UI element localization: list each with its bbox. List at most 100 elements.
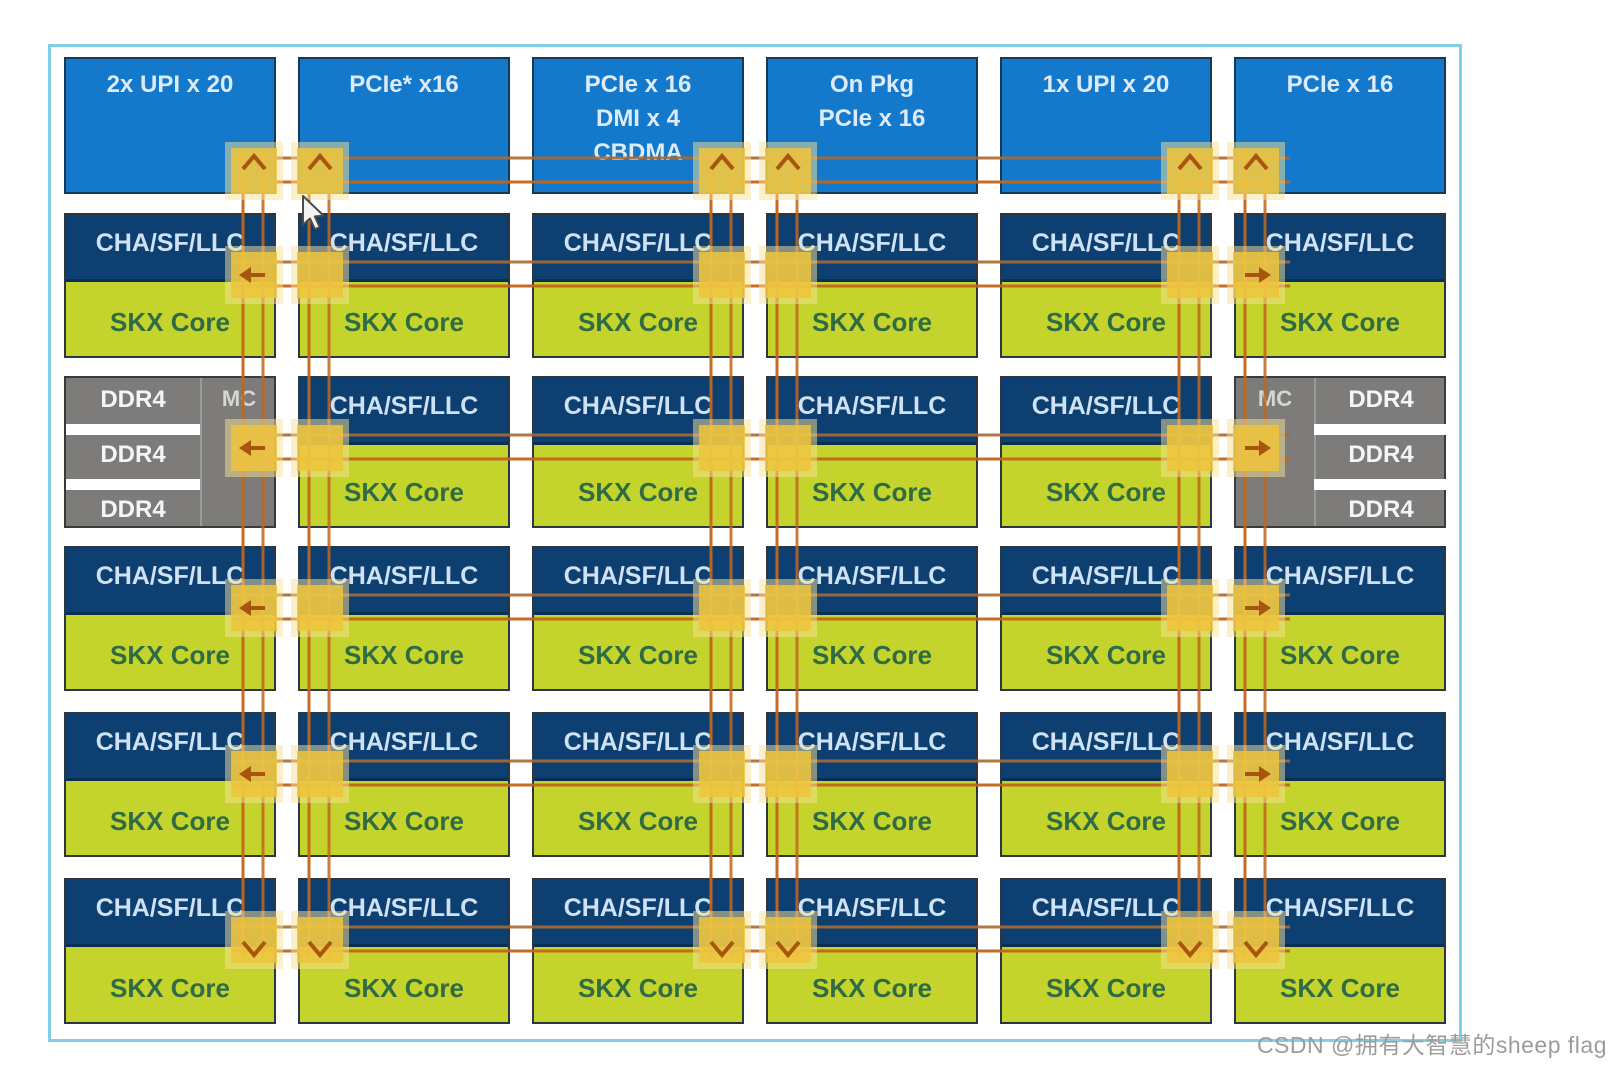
skx-core-label: SKX Core [344, 640, 464, 670]
cha-label: CHA/SF/LLC [563, 229, 713, 257]
cha-label: CHA/SF/LLC [1031, 894, 1181, 922]
cha-label: CHA/SF/LLC [1265, 894, 1415, 922]
io-tile: 2x UPI x 20 [64, 57, 276, 194]
core-tile: CHA/SF/LLC SKX Core [1000, 712, 1212, 857]
cha-label: CHA/SF/LLC [95, 894, 245, 922]
cha-label: CHA/SF/LLC [563, 894, 713, 922]
skx-core-label: SKX Core [110, 806, 230, 836]
skx-core-label: SKX Core [110, 307, 230, 337]
skx-core-label: SKX Core [344, 477, 464, 507]
cha-label: CHA/SF/LLC [563, 728, 713, 756]
cha-label: CHA/SF/LLC [1031, 229, 1181, 257]
skx-core-label: SKX Core [1046, 477, 1166, 507]
io-tile-label: DMI x 4 [595, 105, 681, 132]
ddr4-module: DDR4 [1348, 386, 1414, 413]
ddr4-module: DDR4 [100, 386, 166, 413]
skx-core-label: SKX Core [578, 477, 698, 507]
cha-label: CHA/SF/LLC [95, 562, 245, 590]
skx-core-label: SKX Core [812, 477, 932, 507]
skx-core-label: SKX Core [1280, 307, 1400, 337]
core-tile: CHA/SF/LLC SKX Core [766, 376, 978, 528]
core-tile: CHA/SF/LLC SKX Core [532, 376, 744, 528]
ddr4-module: DDR4 [100, 441, 166, 468]
memory-divider [200, 378, 202, 526]
cha-label: CHA/SF/LLC [329, 728, 479, 756]
io-tile-label: 2x UPI x 20 [106, 71, 234, 98]
ddr-separator [1314, 424, 1448, 435]
core-tile: CHA/SF/LLC SKX Core [766, 213, 978, 358]
core-tile: CHA/SF/LLC SKX Core [64, 213, 276, 358]
core-tile: CHA/SF/LLC SKX Core [298, 712, 510, 857]
core-tile: CHA/SF/LLC SKX Core [1234, 878, 1446, 1024]
skx-core-label: SKX Core [578, 307, 698, 337]
skx-core-label: SKX Core [812, 640, 932, 670]
cha-label: CHA/SF/LLC [563, 392, 713, 420]
skx-core-label: SKX Core [110, 640, 230, 670]
io-tile-label: PCIe x 16 [584, 71, 692, 98]
cha-label: CHA/SF/LLC [797, 392, 947, 420]
skx-core-label: SKX Core [812, 806, 932, 836]
mc-label: MC [1257, 386, 1293, 411]
io-tile: PCIe x 16 [1234, 57, 1446, 194]
mc-label: MC [221, 386, 257, 411]
io-tile-label: CBDMA [593, 139, 683, 166]
ddr-separator [66, 424, 200, 435]
cha-label: CHA/SF/LLC [797, 229, 947, 257]
diagram-panel [48, 44, 1462, 1042]
skx-core-label: SKX Core [344, 973, 464, 1003]
io-tile: 1x UPI x 20 [1000, 57, 1212, 194]
io-tile-label: On Pkg [829, 71, 914, 98]
cha-label: CHA/SF/LLC [1265, 728, 1415, 756]
cha-label: CHA/SF/LLC [797, 728, 947, 756]
core-tile: CHA/SF/LLC SKX Core [1234, 712, 1446, 857]
io-tile-label: PCIe* x16 [349, 71, 459, 98]
cha-label: CHA/SF/LLC [95, 229, 245, 257]
watermark: CSDN @拥有大智慧的sheep flag [1256, 1032, 1607, 1058]
core-tile: CHA/SF/LLC SKX Core [1234, 546, 1446, 691]
skx-core-label: SKX Core [1046, 973, 1166, 1003]
core-tile: CHA/SF/LLC SKX Core [64, 712, 276, 857]
skx-core-label: SKX Core [578, 806, 698, 836]
cha-label: CHA/SF/LLC [797, 562, 947, 590]
ddr4-module: DDR4 [1348, 441, 1414, 468]
skx-core-label: SKX Core [1046, 640, 1166, 670]
memory-divider [1314, 378, 1316, 526]
core-tile: CHA/SF/LLC SKX Core [532, 213, 744, 358]
cha-label: CHA/SF/LLC [1265, 562, 1415, 590]
cha-label: CHA/SF/LLC [329, 562, 479, 590]
skx-core-label: SKX Core [344, 806, 464, 836]
skx-core-label: SKX Core [1280, 973, 1400, 1003]
cha-label: CHA/SF/LLC [95, 728, 245, 756]
core-tile: CHA/SF/LLC SKX Core [532, 712, 744, 857]
core-tile: CHA/SF/LLC SKX Core [766, 546, 978, 691]
cha-label: CHA/SF/LLC [329, 894, 479, 922]
cha-label: CHA/SF/LLC [1031, 392, 1181, 420]
cha-label: CHA/SF/LLC [563, 562, 713, 590]
skx-core-label: SKX Core [1280, 640, 1400, 670]
core-tile: CHA/SF/LLC SKX Core [766, 712, 978, 857]
core-tile: CHA/SF/LLC SKX Core [64, 546, 276, 691]
core-tile: CHA/SF/LLC SKX Core [298, 878, 510, 1024]
ddr-separator [1314, 479, 1448, 490]
skx-core-label: SKX Core [1046, 806, 1166, 836]
skx-core-label: SKX Core [1280, 806, 1400, 836]
ddr4-module: DDR4 [1348, 496, 1414, 523]
ddr4-module: DDR4 [100, 496, 166, 523]
skx-core-label: SKX Core [812, 307, 932, 337]
skx-core-label: SKX Core [812, 973, 932, 1003]
cha-label: CHA/SF/LLC [1265, 229, 1415, 257]
io-tile-label: PCIe x 16 [818, 105, 926, 132]
cha-label: CHA/SF/LLC [1031, 728, 1181, 756]
core-tile: CHA/SF/LLC SKX Core [532, 546, 744, 691]
skx-core-label: SKX Core [578, 640, 698, 670]
